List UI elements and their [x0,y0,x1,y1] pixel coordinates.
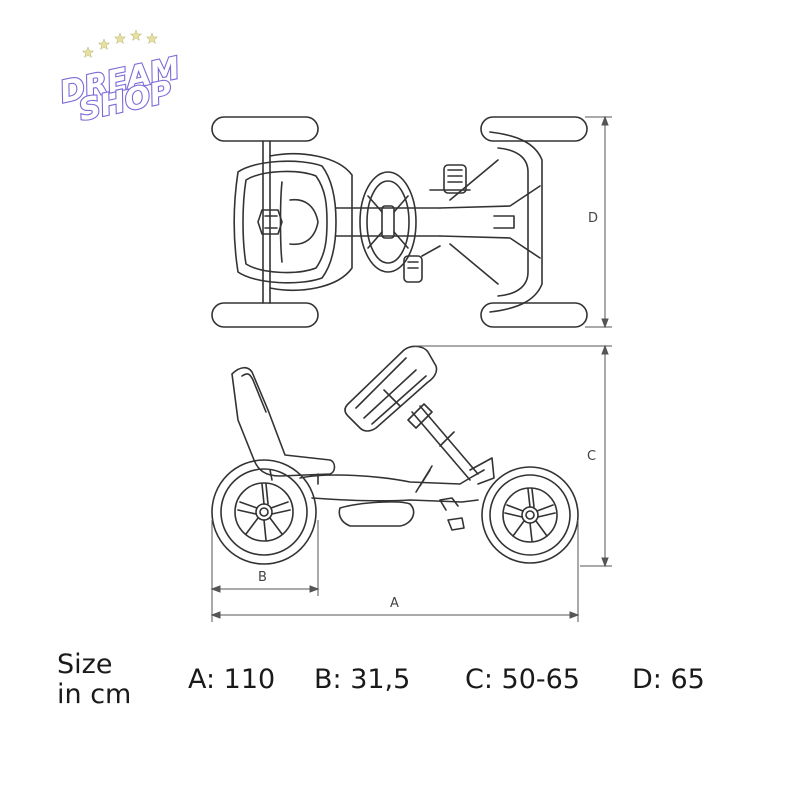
top-front-left-wheel [480,116,588,142]
side-rear-wheel [211,459,317,565]
top-front-frame [439,131,543,313]
top-steering-wheel [359,171,417,273]
dimension-b [210,520,320,622]
dimension-d-label: D [588,211,598,226]
side-seat [231,366,336,485]
size-caption-line1: Size [57,649,113,680]
dimension-a [210,520,580,622]
dimension-c [414,344,612,568]
side-frame [299,465,485,531]
spec-a: A: 110 [188,664,276,695]
side-steering-column [407,403,495,485]
dimension-c-label: C [587,449,596,464]
dimension-d [585,115,612,329]
logo-stars [81,29,159,59]
top-rear-right-wheel [211,302,319,328]
top-front-right-wheel [480,302,588,328]
top-rear-left-wheel [211,116,319,142]
dimension-a-label: A [390,596,399,611]
top-rear-axle [262,140,271,304]
spec-d: D: 65 [632,664,705,695]
dimension-b-label: B [258,570,267,585]
side-steering-wheel [344,345,438,432]
size-caption-line2: in cm [57,679,132,710]
side-front-wheel [481,466,579,564]
spec-c: C: 50-65 [465,664,580,695]
kart-side-view [211,345,579,565]
top-pedals [403,164,471,283]
spec-b: B: 31,5 [314,664,411,695]
dream-shop-logo: DREAM SHOP [56,29,184,129]
top-frame [269,153,441,291]
kart-top-view [211,116,588,328]
top-seat [233,160,337,284]
